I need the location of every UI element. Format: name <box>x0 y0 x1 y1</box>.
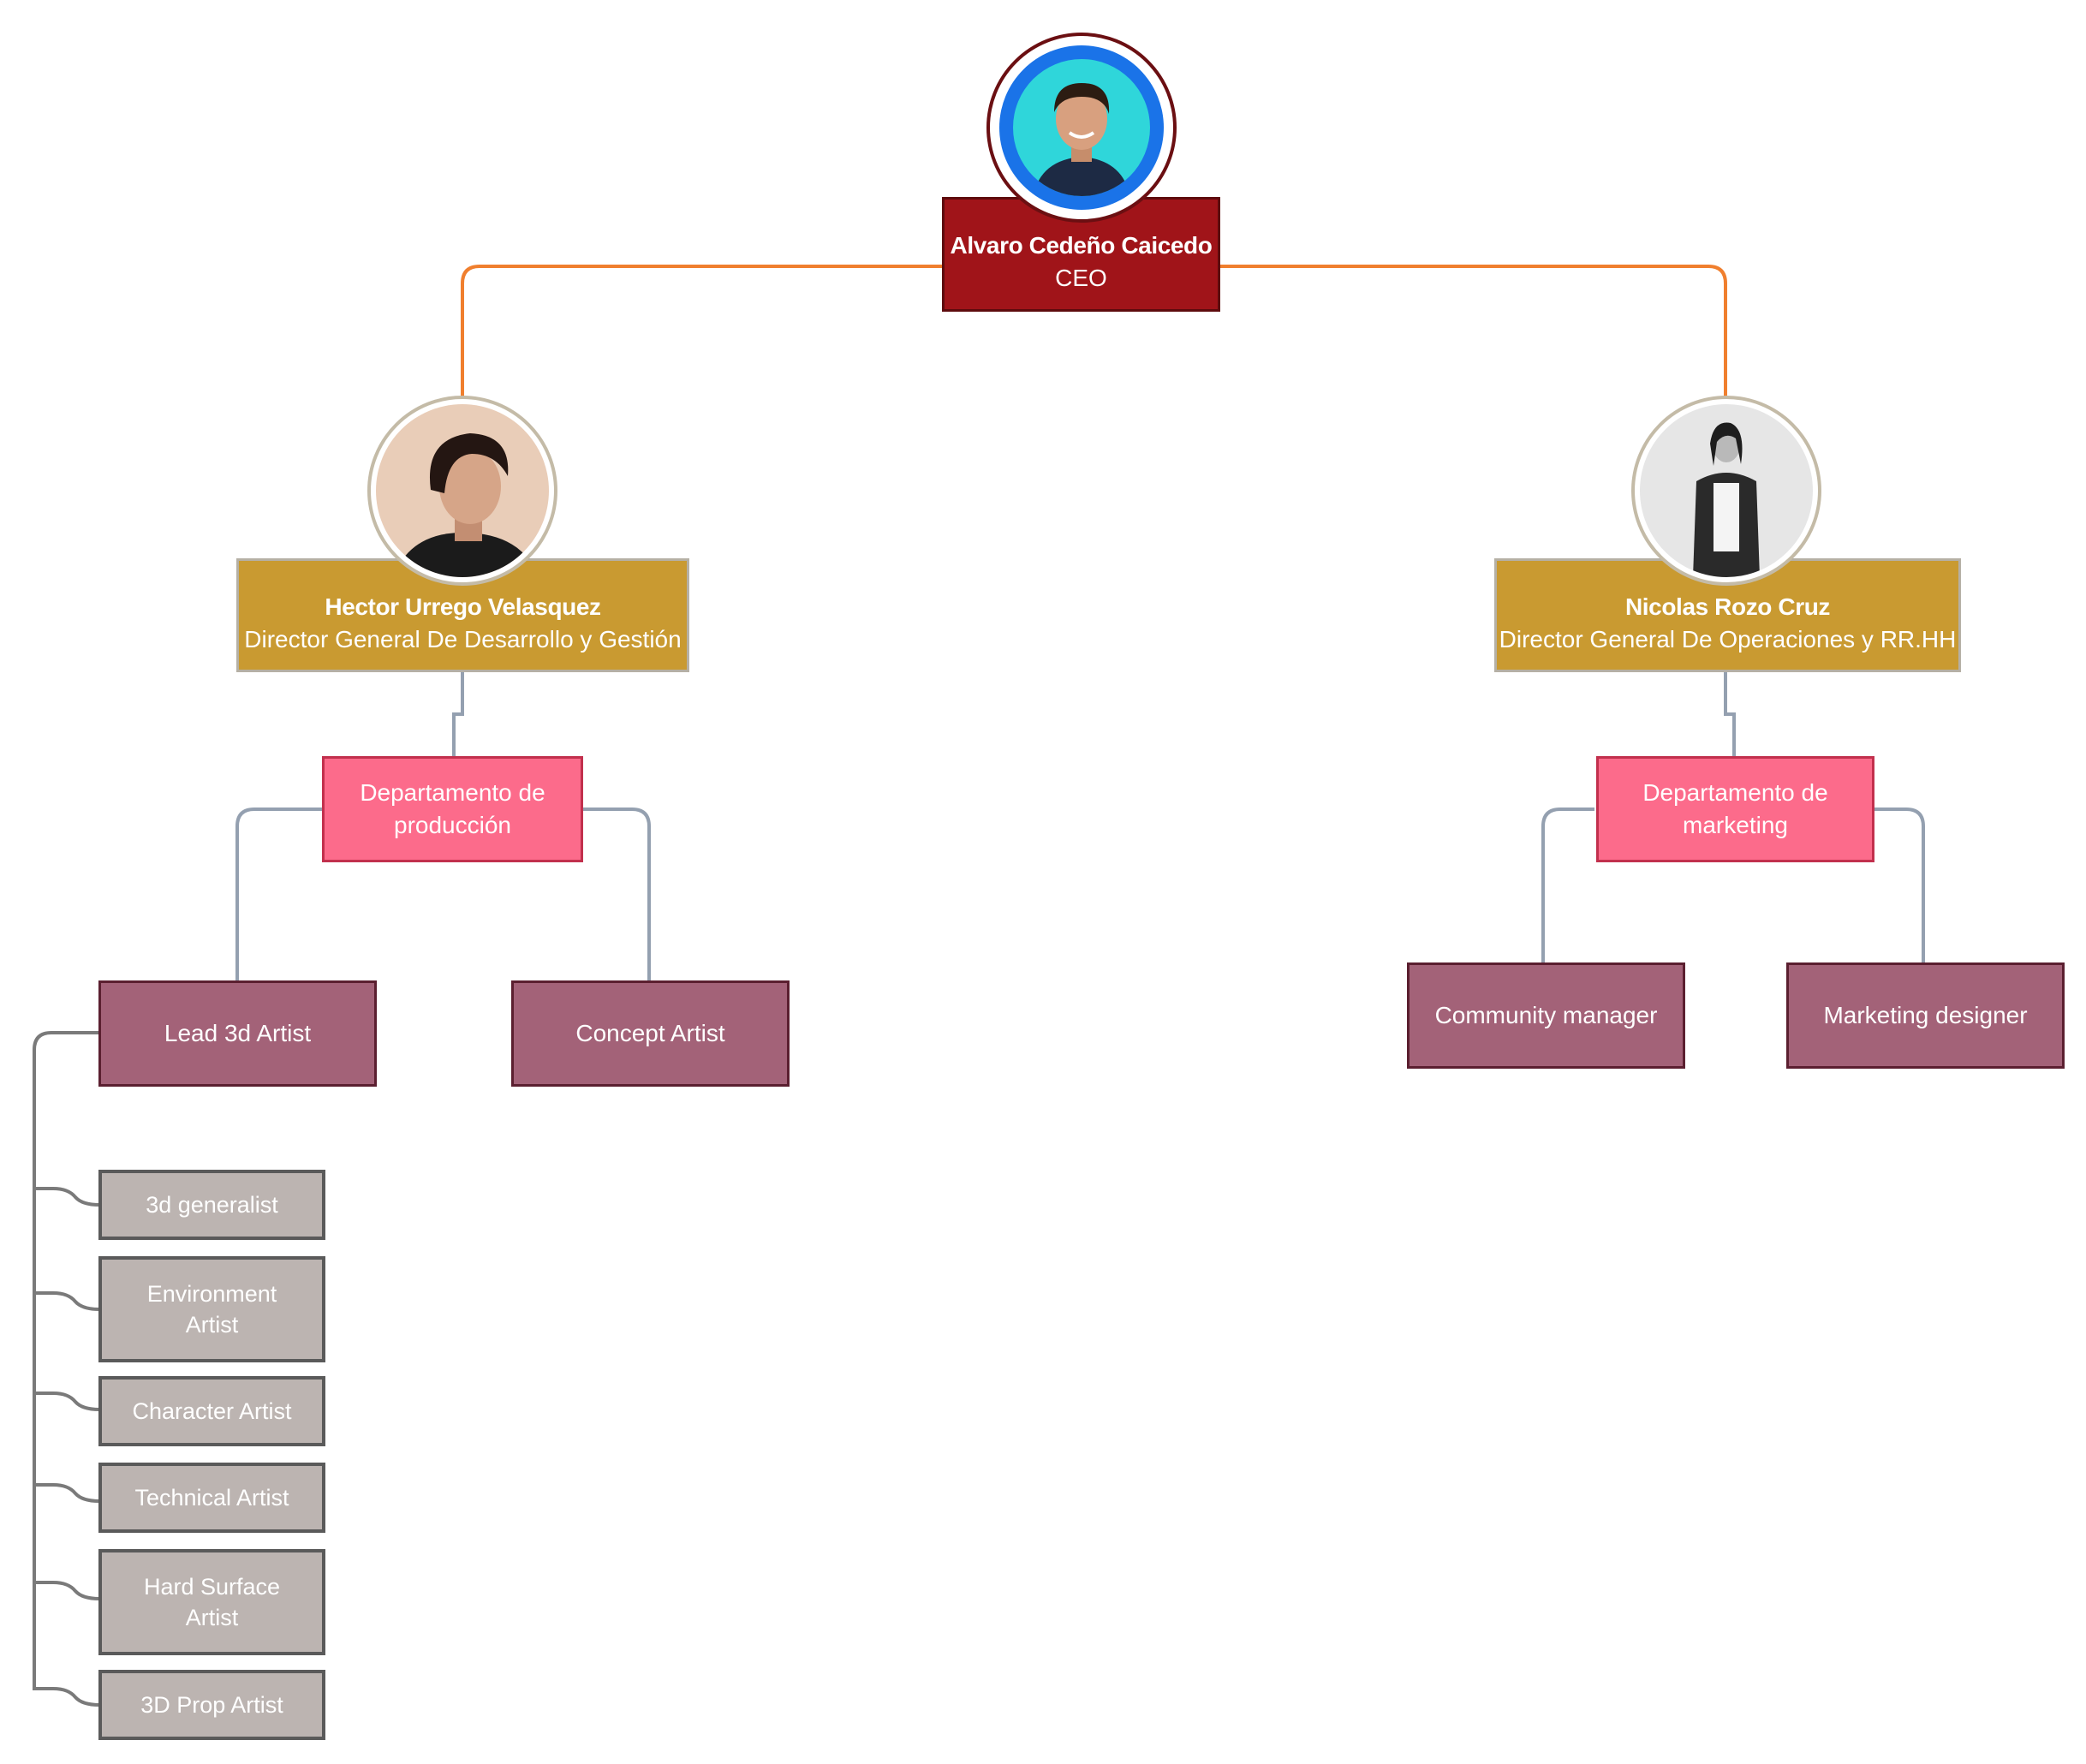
connector-ceo-left <box>461 265 942 399</box>
connector-prod-concept <box>582 808 651 981</box>
connector-sub-4 <box>34 1483 100 1503</box>
person-photo-icon <box>376 404 549 577</box>
director-card-right[interactable]: Nicolas Rozo Cruz Director General De Op… <box>1494 558 1961 672</box>
subrole-3d-prop-artist[interactable]: 3D Prop Artist <box>98 1670 325 1740</box>
subrole-label: 3d generalist <box>146 1191 278 1218</box>
role-lead-3d-artist[interactable]: Lead 3d Artist <box>98 980 377 1087</box>
connector-sub-6 <box>34 1687 100 1707</box>
role-concept-artist[interactable]: Concept Artist <box>511 980 790 1087</box>
subrole-hard-surface-artist[interactable]: Hard Surface Artist <box>98 1549 325 1655</box>
role-label: Community manager <box>1434 1002 1658 1029</box>
connector-sub-5 <box>34 1581 100 1600</box>
role-community-manager[interactable]: Community manager <box>1407 962 1685 1069</box>
subrole-label: 3D Prop Artist <box>140 1691 283 1718</box>
connector-dir-right-dept <box>1724 670 1736 757</box>
ceo-avatar[interactable] <box>986 33 1177 223</box>
subrole-label: Technical Artist <box>134 1484 289 1511</box>
role-marketing-designer[interactable]: Marketing designer <box>1786 962 2065 1069</box>
connector-sub-1 <box>34 1187 100 1207</box>
director-avatar-right[interactable] <box>1631 396 1821 586</box>
role-label: Concept Artist <box>575 1020 725 1047</box>
connector-ceo-right <box>1216 265 1727 399</box>
connector-mkt-designer <box>1872 808 1925 963</box>
ceo-name: Alvaro Cedeño Caicedo <box>950 232 1213 259</box>
subrole-3d-generalist[interactable]: 3d generalist <box>98 1170 325 1240</box>
department-production[interactable]: Departamento de producción <box>322 756 583 862</box>
director-title: Director General De Desarrollo y Gestión <box>244 625 682 653</box>
role-label: Lead 3d Artist <box>164 1020 312 1047</box>
subrole-character-artist[interactable]: Character Artist <box>98 1376 325 1446</box>
connector-sub-2 <box>34 1291 100 1311</box>
director-name: Hector Urrego Velasquez <box>325 593 601 620</box>
person-photo-icon <box>999 45 1164 210</box>
director-avatar-left[interactable] <box>367 396 557 586</box>
connector-mkt-community <box>1541 808 1594 963</box>
connector-dir-left-dept <box>452 670 464 757</box>
department-marketing[interactable]: Departamento de marketing <box>1596 756 1874 862</box>
department-label: producción <box>394 812 511 838</box>
director-title: Director General De Operaciones y RR.HH <box>1499 625 1957 653</box>
person-photo-icon <box>1640 404 1813 577</box>
subrole-label: Hard Surface <box>143 1573 281 1600</box>
connector-lead-spine <box>33 1031 99 1690</box>
department-label: Departamento de <box>1642 779 1828 807</box>
subrole-technical-artist[interactable]: Technical Artist <box>98 1463 325 1533</box>
ceo-title: CEO <box>1055 265 1107 291</box>
connector-sub-3 <box>34 1392 100 1411</box>
subrole-label: Environment <box>146 1280 277 1307</box>
connector-prod-lead <box>235 808 323 981</box>
subrole-label: Artist <box>185 1605 239 1630</box>
director-name: Nicolas Rozo Cruz <box>1624 593 1830 620</box>
subrole-label: Character Artist <box>132 1397 292 1424</box>
department-label: marketing <box>1683 812 1788 838</box>
role-label: Marketing designer <box>1823 1002 2028 1029</box>
subrole-environment-artist[interactable]: Environment Artist <box>98 1256 325 1362</box>
subrole-label: Artist <box>185 1312 239 1338</box>
department-label: Departamento de <box>360 779 545 807</box>
